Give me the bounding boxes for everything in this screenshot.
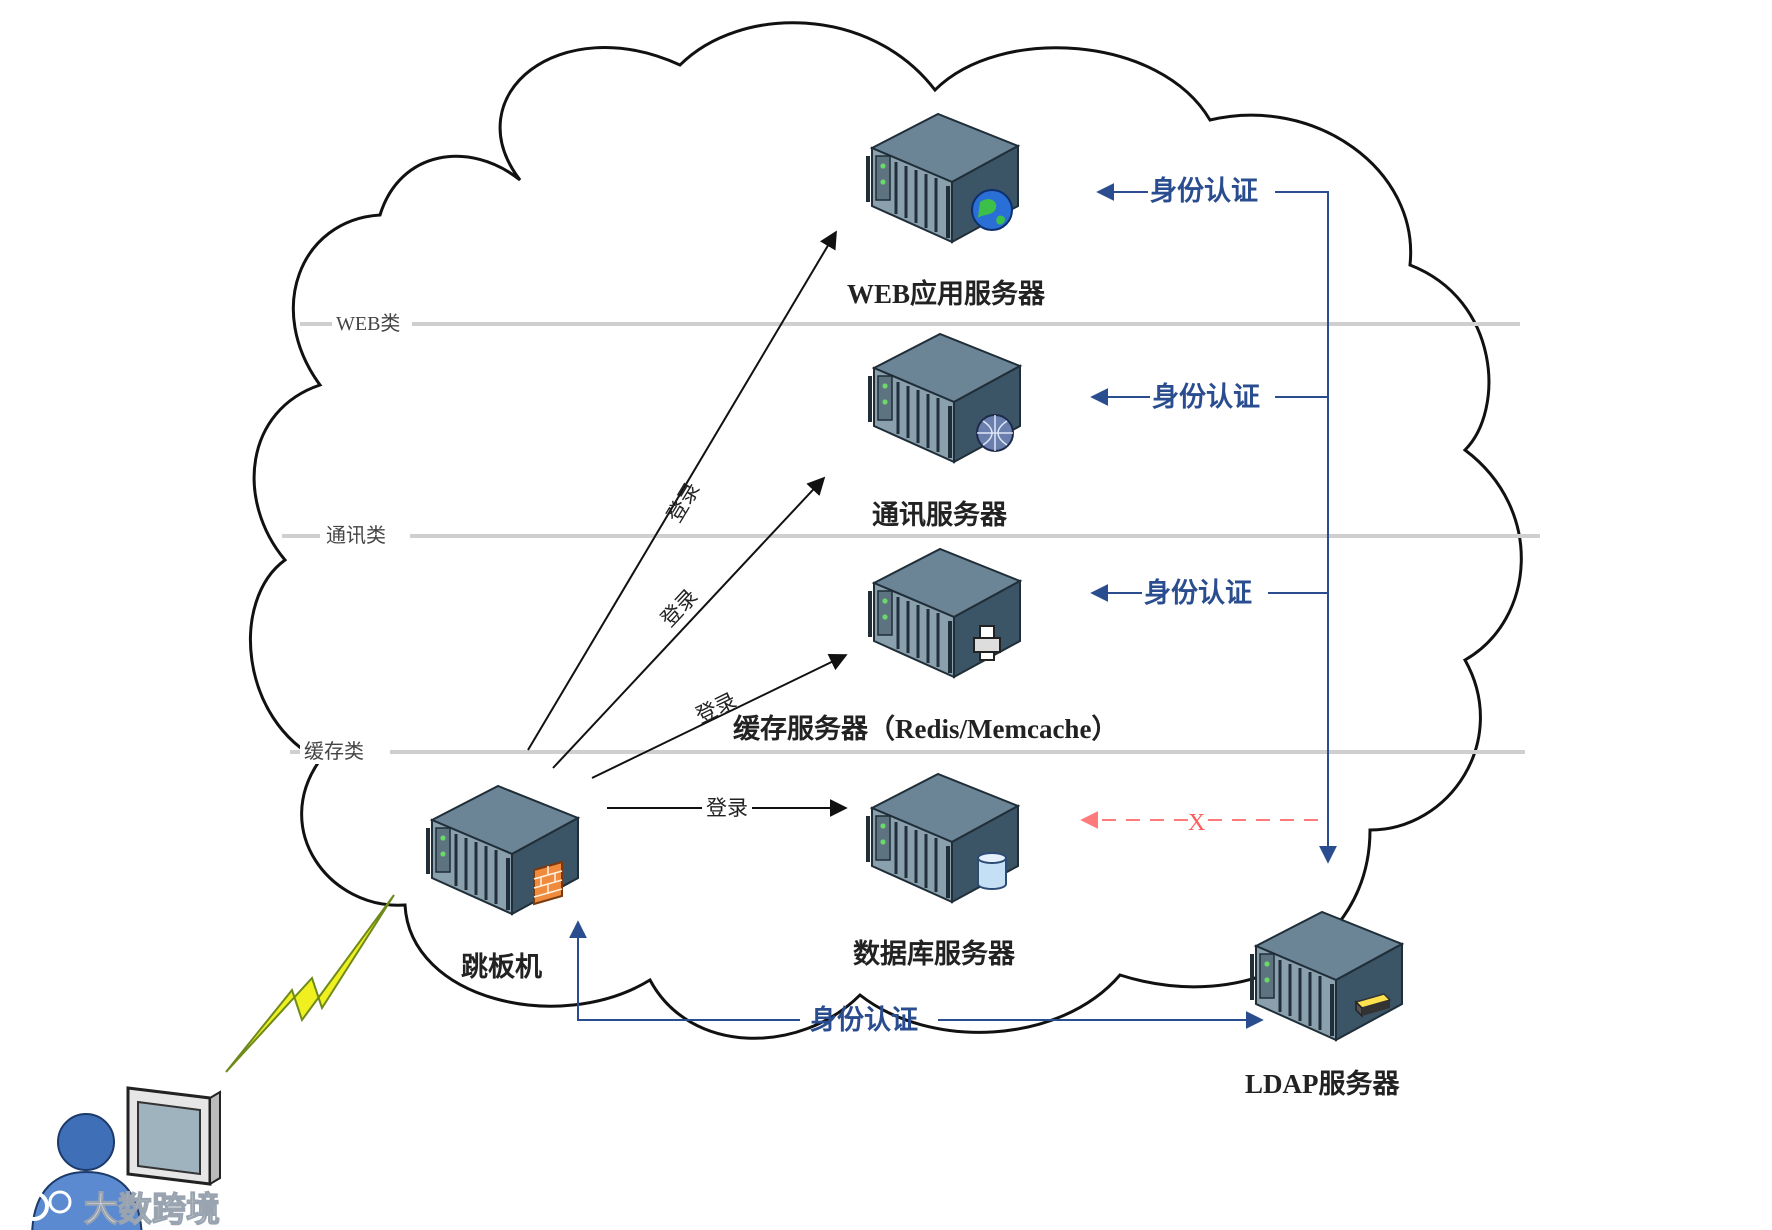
auth-trunk bbox=[1268, 191, 1337, 864]
blocked-auth-db: X bbox=[1080, 810, 1318, 836]
auth-jump-ldap: 身份认证 bbox=[569, 920, 1264, 1035]
user-computer-icon bbox=[31, 1086, 221, 1230]
watermark-text: 大数跨境 bbox=[84, 1190, 220, 1230]
server-jump-label: 跳板机 bbox=[461, 952, 542, 982]
server-db[interactable] bbox=[866, 772, 1020, 904]
network-globe-icon bbox=[976, 414, 1014, 452]
server-ldap-label: LDAP服务器 bbox=[1245, 1069, 1400, 1099]
server-comm[interactable] bbox=[868, 332, 1022, 464]
zone-lines bbox=[282, 322, 1540, 754]
server-db-label: 数据库服务器 bbox=[853, 939, 1016, 969]
cloud-boundary bbox=[248, 21, 1523, 1040]
server-comm-label: 通讯服务器 bbox=[872, 500, 1008, 530]
auth-arrow-comm: 身份认证 bbox=[1090, 381, 1260, 412]
watermark-logo-icon bbox=[19, 1191, 49, 1221]
auth-label-comm: 身份认证 bbox=[1152, 381, 1260, 412]
server-web-label: WEB应用服务器 bbox=[847, 278, 1046, 309]
firewall-brick-icon bbox=[533, 860, 563, 906]
server-ldap[interactable] bbox=[1250, 910, 1404, 1042]
auth-arrow-web: 身份认证 bbox=[1096, 175, 1258, 206]
auth-label-web: 身份认证 bbox=[1150, 175, 1258, 206]
printer-icon bbox=[973, 625, 1001, 661]
globe-icon bbox=[971, 189, 1013, 231]
zone-label-web: WEB类 bbox=[336, 312, 400, 335]
auth-arrow-cache: 身份认证 bbox=[1090, 577, 1252, 608]
zone-label-cache: 缓存类 bbox=[304, 740, 364, 763]
watermark: 大数跨境 bbox=[19, 1189, 221, 1230]
server-jump[interactable] bbox=[426, 784, 580, 916]
server-web[interactable] bbox=[866, 112, 1020, 244]
zone-label-comm: 通讯类 bbox=[326, 524, 386, 547]
lightning-icon bbox=[225, 894, 395, 1073]
blocked-x-label: X bbox=[1188, 810, 1205, 836]
database-cylinder-icon bbox=[977, 852, 1007, 890]
server-cache-label: 缓存服务器（Redis/Memcache） bbox=[733, 714, 1118, 744]
server-cache[interactable] bbox=[868, 547, 1022, 679]
auth-label-jump: 身份认证 bbox=[810, 1004, 918, 1035]
login-arrow-db: 登录 bbox=[607, 796, 848, 820]
login-label-db: 登录 bbox=[706, 796, 748, 820]
ldap-card-icon bbox=[1354, 993, 1392, 1018]
auth-label-cache: 身份认证 bbox=[1144, 577, 1252, 608]
